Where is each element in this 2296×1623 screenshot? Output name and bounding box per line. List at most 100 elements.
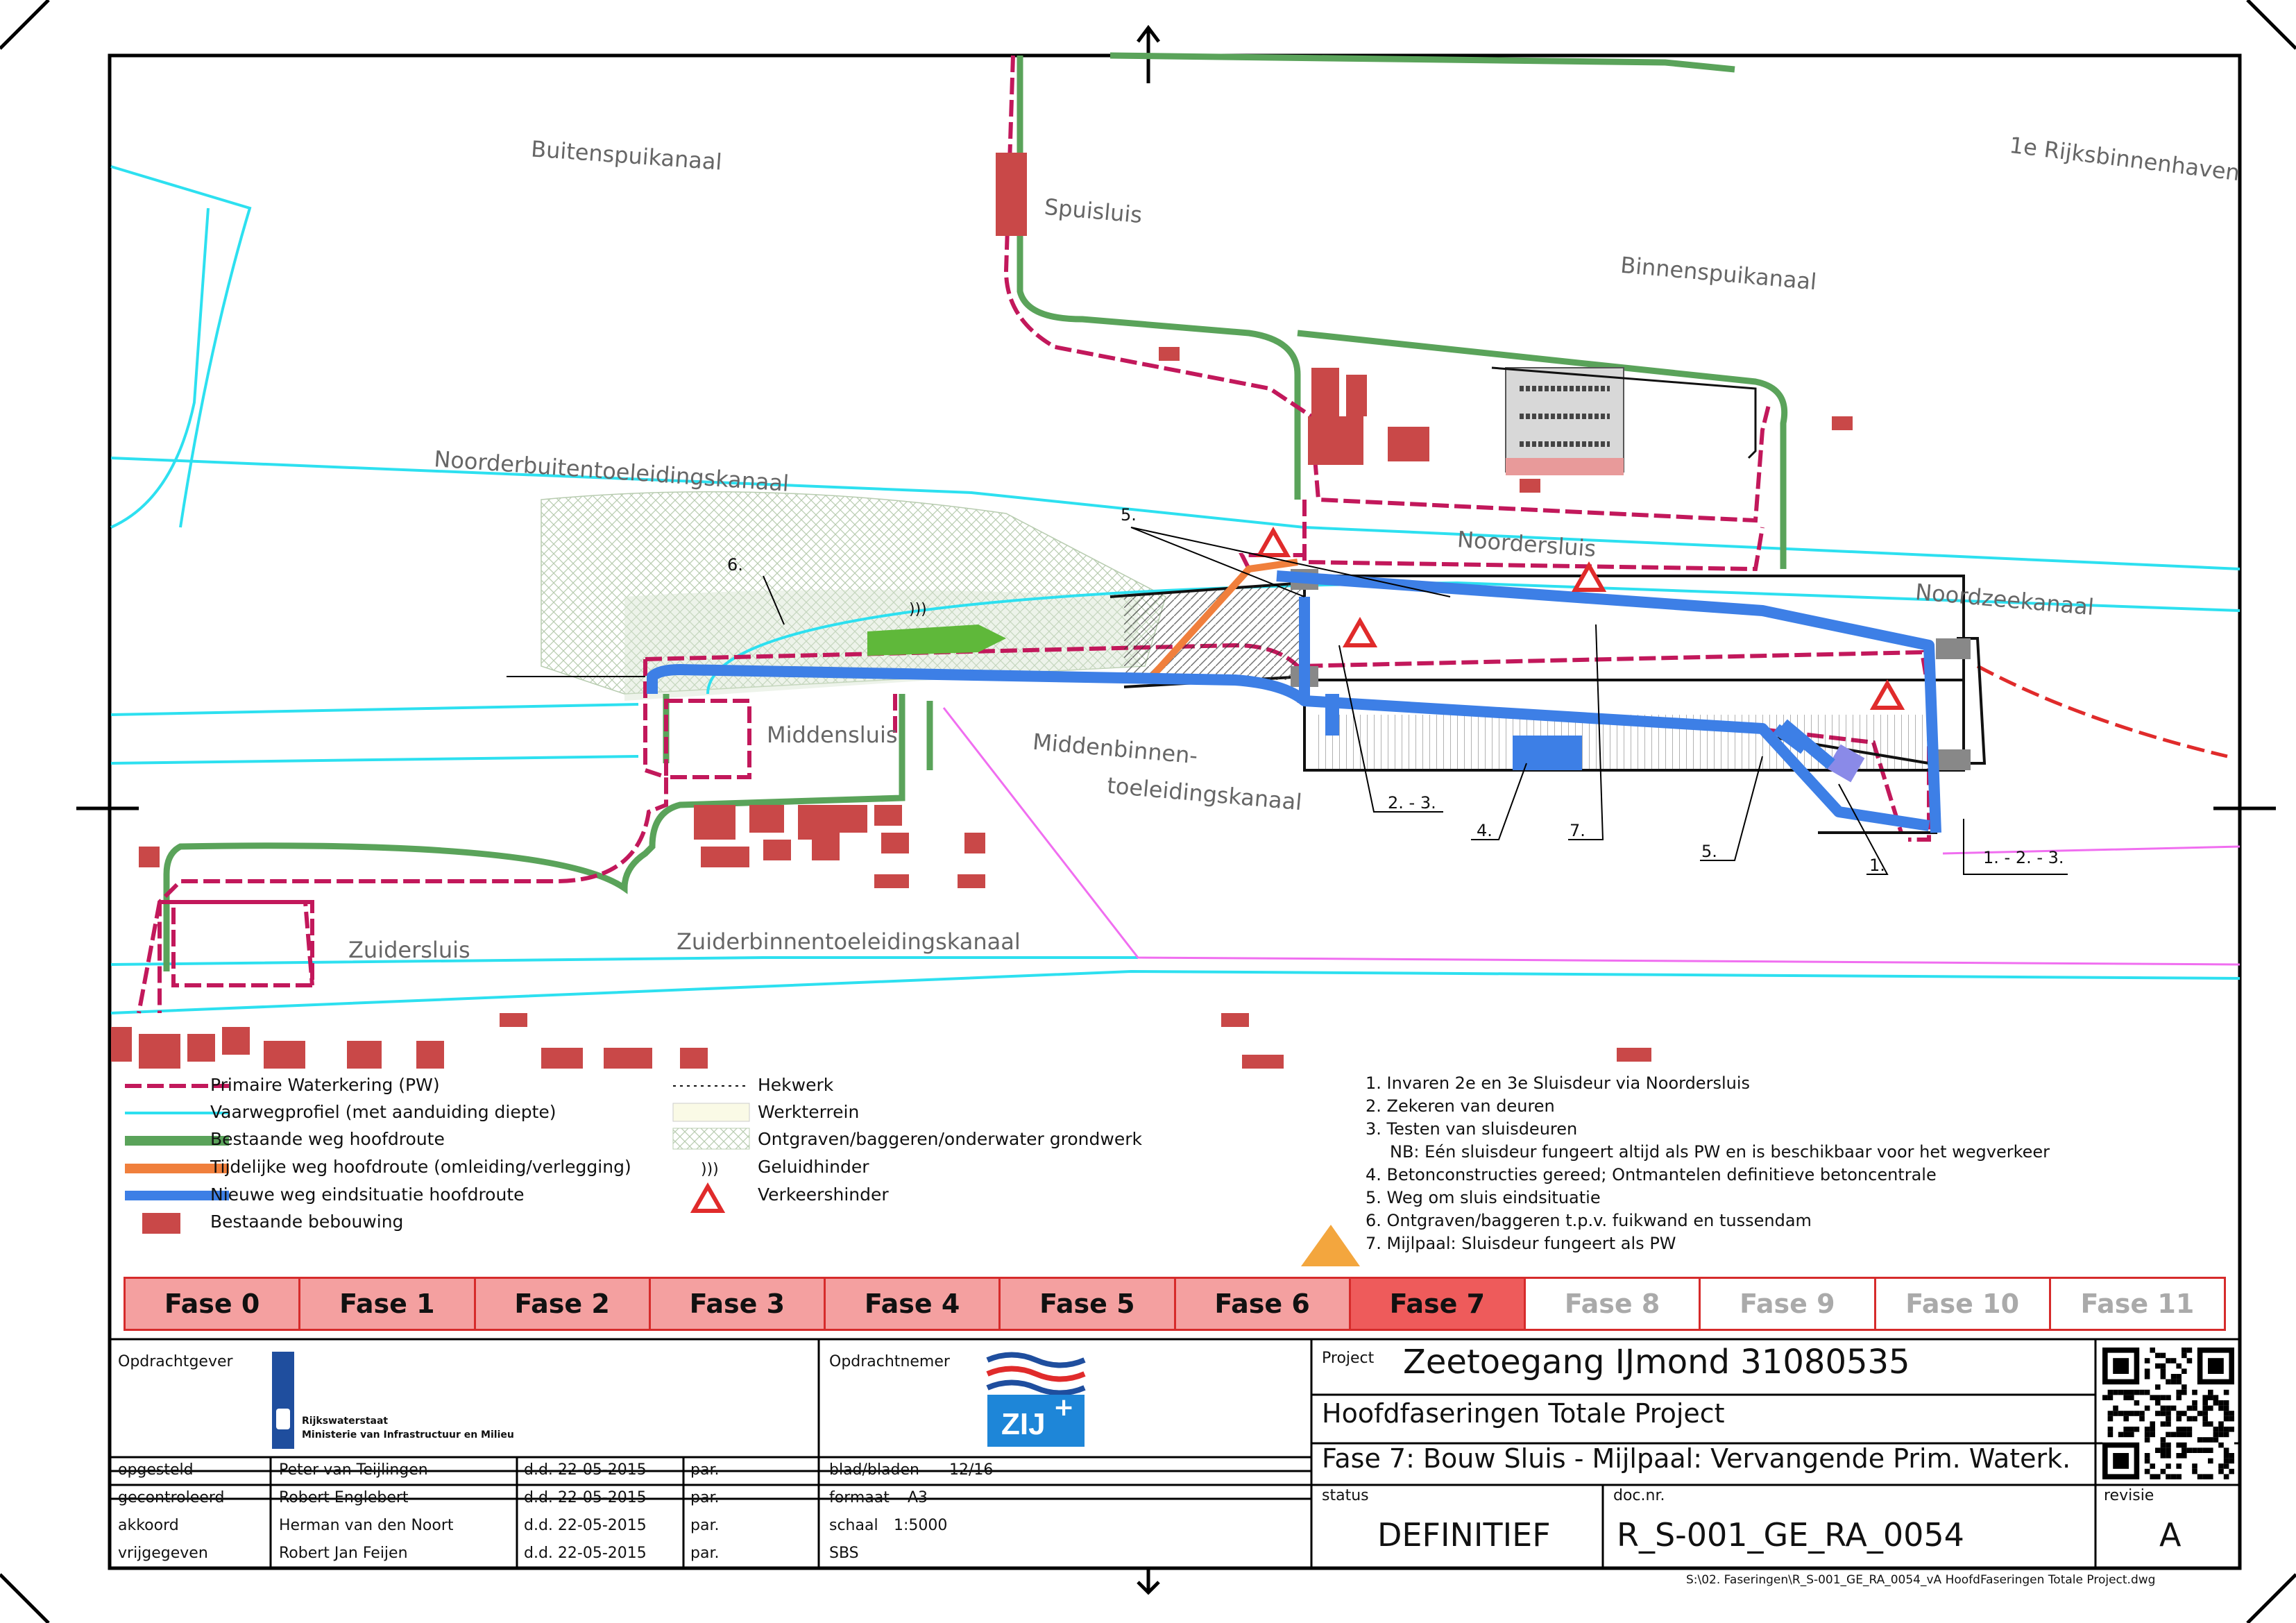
phase-10: Fase 10: [1876, 1279, 2051, 1329]
svg-text:))): ))): [909, 601, 927, 618]
note-2: 2. Zekeren van deuren: [1366, 1096, 1555, 1116]
opdrachtgever-label: Opdrachtgever: [118, 1353, 233, 1370]
phase-8: Fase 8: [1526, 1279, 1701, 1329]
docnr-value: R_S-001_GE_RA_0054: [1617, 1516, 1964, 1554]
legend-existing-road: Bestaande weg hoofdroute: [210, 1129, 445, 1149]
project-value: Zeetoegang IJmond 31080535: [1403, 1343, 1910, 1382]
blad-label: blad/bladen: [829, 1461, 919, 1479]
phase-3: Fase 3: [650, 1279, 826, 1329]
note-3: 3. Testen van sluisdeuren: [1366, 1119, 1578, 1139]
row-name-2: Robert Englebert: [279, 1489, 409, 1506]
sbs-label: SBS: [829, 1545, 859, 1562]
row-role-2: gecontroleerd: [118, 1489, 225, 1506]
rijkswaterstaat-logo: [272, 1352, 294, 1449]
callout-4: 4.: [1477, 821, 1493, 840]
row-name-1: Peter van Teijlingen: [279, 1461, 428, 1479]
blad-value: 12/16: [949, 1461, 994, 1479]
row-role-4: vrijgegeven: [118, 1545, 208, 1562]
row-date-4: d.d. 22-05-2015: [524, 1545, 647, 1562]
qr-code-icon: [2102, 1348, 2234, 1479]
subtitle-2: Fase 7: Bouw Sluis - Mijlpaal: Vervangen…: [1322, 1443, 2071, 1474]
row-date-2: d.d. 22-05-2015: [524, 1489, 647, 1506]
legend-waterway: Vaarwegprofiel (met aanduiding diepte): [210, 1102, 556, 1122]
callout-1: 1.: [1869, 856, 1885, 875]
excavation-area: [541, 491, 1166, 695]
legend-new-road: Nieuwe weg eindsituatie hoofdroute: [210, 1184, 525, 1205]
status-label: status: [1322, 1487, 1369, 1504]
legend-symbols: ))): [125, 1084, 750, 1234]
schaal-value: 1:5000: [894, 1517, 948, 1534]
row-par-2: par.: [690, 1489, 720, 1506]
note-4: 4. Betonconstructies gereed; Ontmantelen…: [1366, 1165, 1937, 1184]
legend-temporary-road: Tijdelijke weg hoofdroute (omleiding/ver…: [210, 1157, 631, 1177]
formaat-label: formaat: [829, 1489, 890, 1506]
row-par-4: par.: [690, 1545, 720, 1562]
phase-5: Fase 5: [1001, 1279, 1176, 1329]
label-zuidersluis: Zuidersluis: [348, 937, 470, 963]
client-org-1: Rijkswaterstaat: [302, 1416, 389, 1427]
docnr-label: doc.nr.: [1613, 1487, 1665, 1504]
label-zuiderbinnentoeleidingskanaal: Zuiderbinnentoeleidingskanaal: [677, 928, 1021, 955]
row-date-1: d.d. 22-05-2015: [524, 1461, 647, 1479]
legend-excavation: Ontgraven/baggeren/onderwater grondwerk: [758, 1129, 1142, 1149]
zij-logo: ZIJ +: [984, 1346, 1088, 1450]
row-par-3: par.: [690, 1517, 720, 1534]
current-phase-marker: [1301, 1225, 1360, 1266]
callout-7: 7.: [1570, 821, 1585, 840]
opdrachtnemer-label: Opdrachtnemer: [829, 1353, 950, 1370]
svg-text:))): ))): [701, 1161, 719, 1178]
traffic-hazard-icon: [1255, 526, 1905, 710]
formaat-value: A3: [908, 1489, 928, 1506]
legend-buildings: Bestaande bebouwing: [210, 1212, 404, 1232]
waterway-profiles: [110, 165, 2240, 1014]
file-path: S:\02. Faseringen\R_S-001_GE_RA_0054_vA …: [1686, 1573, 2156, 1587]
note-1: 1. Invaren 2e en 3e Sluisdeur via Noorde…: [1366, 1073, 1750, 1093]
crown-icon: [276, 1409, 290, 1429]
work-vessel: [867, 624, 1006, 656]
phase-4: Fase 4: [826, 1279, 1001, 1329]
note-nb: NB: Eén sluisdeur fungeert altijd als PW…: [1390, 1142, 2050, 1162]
revisie-value: A: [2159, 1516, 2182, 1554]
revisie-label: revisie: [2104, 1487, 2154, 1504]
phase-0: Fase 0: [126, 1279, 301, 1329]
project-label: Project: [1322, 1350, 1375, 1367]
label-middensluis: Middensluis: [767, 722, 898, 748]
row-role-3: akkoord: [118, 1517, 179, 1534]
existing-buildings: [111, 153, 1853, 1069]
legend-fence: Hekwerk: [758, 1075, 834, 1095]
callout-5-top: 5.: [1121, 505, 1137, 525]
schaal-label: schaal: [829, 1517, 878, 1534]
subtitle-1: Hoofdfaseringen Totale Project: [1322, 1398, 1725, 1429]
temporary-road: [1149, 559, 1298, 679]
new-road: [647, 570, 1941, 833]
status-value: DEFINITIEF: [1377, 1516, 1551, 1554]
phase-6: Fase 6: [1175, 1279, 1351, 1329]
note-5: 5. Weg om sluis eindsituatie: [1366, 1188, 1601, 1207]
phase-2: Fase 2: [475, 1279, 651, 1329]
pink-line: [942, 707, 2240, 966]
legend-work-area: Werkterrein: [758, 1102, 860, 1122]
row-name-3: Herman van den Noort: [279, 1517, 454, 1534]
approach-hatch: [1124, 583, 1304, 680]
callout-6: 6.: [727, 555, 743, 575]
row-par-1: par.: [690, 1461, 720, 1479]
parking-area: [1505, 367, 1624, 475]
row-name-4: Robert Jan Feijen: [279, 1545, 408, 1562]
phase-11: Fase 11: [2050, 1279, 2224, 1329]
row-role-1: opgesteld: [118, 1461, 194, 1479]
legend-traffic: Verkeershinder: [758, 1184, 889, 1205]
row-date-3: d.d. 22-05-2015: [524, 1517, 647, 1534]
callout-5-bottom: 5.: [1701, 842, 1717, 861]
client-org-2: Ministerie van Infrastructuur en Milieu: [302, 1429, 514, 1441]
note-7: 7. Mijlpaal: Sluisdeur fungeert als PW: [1366, 1234, 1676, 1253]
phase-9: Fase 9: [1701, 1279, 1876, 1329]
callout-2-3: 2. - 3.: [1388, 793, 1436, 813]
callout-1-2-3: 1. - 2. - 3.: [1983, 848, 2064, 867]
note-6: 6. Ontgraven/baggeren t.p.v. fuikwand en…: [1366, 1211, 1812, 1230]
legend-pw: Primaire Waterkering (PW): [210, 1075, 440, 1095]
phase-7: Fase 7: [1350, 1279, 1526, 1329]
phase-1: Fase 1: [300, 1279, 476, 1329]
